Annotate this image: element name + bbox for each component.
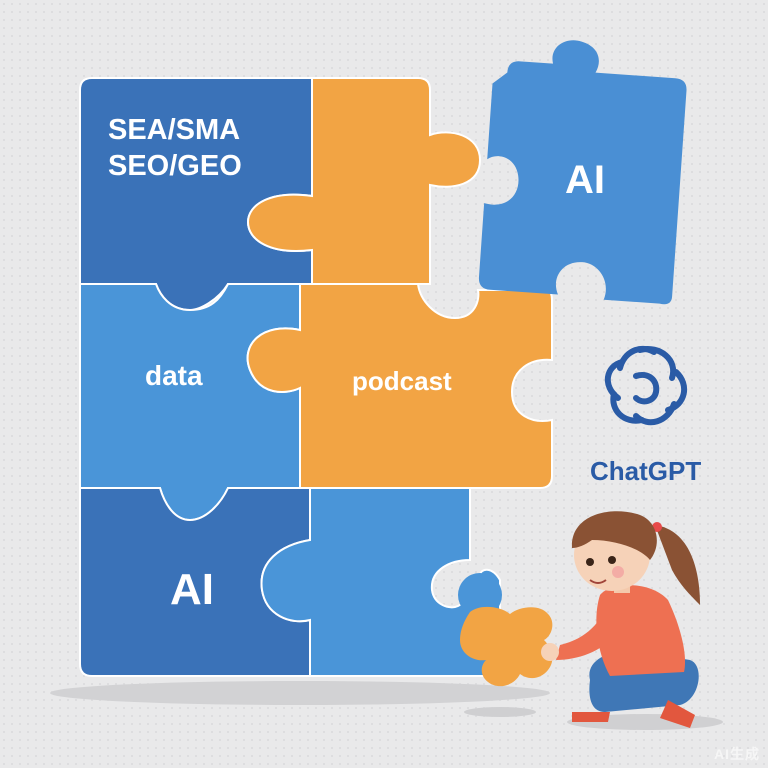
piece-label-top-left: SEA/SMA SEO/GEO bbox=[108, 112, 242, 184]
label-seo-geo: SEO/GEO bbox=[108, 150, 242, 182]
puzzle-piece-middle-left bbox=[79, 283, 301, 522]
watermark: AI生成 bbox=[714, 746, 760, 762]
puzzle-piece-bottom-right bbox=[260, 487, 501, 677]
chatgpt-label: ChatGPT bbox=[590, 456, 702, 486]
chatgpt-knot-icon bbox=[605, 345, 688, 426]
girl-illustration bbox=[541, 511, 723, 730]
ground-shadow bbox=[50, 681, 550, 705]
piece-label-data: data bbox=[145, 360, 203, 391]
puzzle-piece-middle-right bbox=[246, 283, 553, 489]
loose-puzzle-piece bbox=[460, 606, 553, 687]
floating-puzzle-piece bbox=[478, 40, 687, 305]
label-sea-sma: SEA/SMA bbox=[108, 114, 241, 146]
puzzle-piece-top-right bbox=[246, 77, 482, 285]
piece-label-podcast: podcast bbox=[352, 366, 452, 396]
piece-label-ai-bottom: AI bbox=[170, 565, 214, 614]
piece-label-ai-floating: AI bbox=[565, 158, 605, 202]
